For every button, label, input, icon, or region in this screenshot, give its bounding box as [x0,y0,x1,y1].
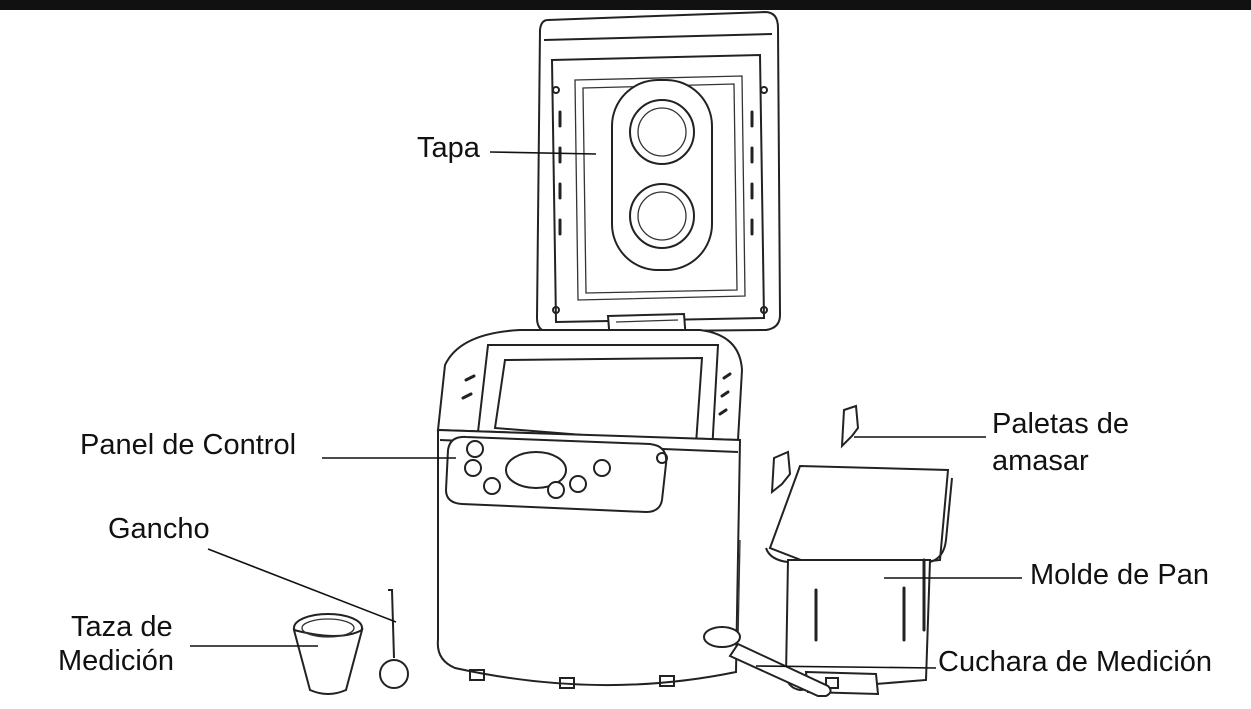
hook-leader-line [208,549,396,622]
label-kneading-paddles-line1: Paletas de [992,408,1129,441]
label-control-panel: Panel de Control [80,429,296,462]
hook-drawing [380,590,408,688]
machine-body-drawing [438,330,742,688]
measuring-cup-drawing [294,614,362,694]
label-measuring-spoon: Cuchara de Medición [938,646,1212,679]
label-bread-pan: Molde de Pan [1030,559,1209,592]
bread-pan-drawing [766,466,952,694]
label-measuring-cup-line1: Taza de [71,611,173,644]
lid-drawing [537,12,780,342]
label-hook: Gancho [108,513,210,546]
label-kneading-paddles-line2: amasar [992,445,1089,478]
label-lid: Tapa [417,132,480,165]
label-measuring-cup-line2: Medición [58,645,174,678]
